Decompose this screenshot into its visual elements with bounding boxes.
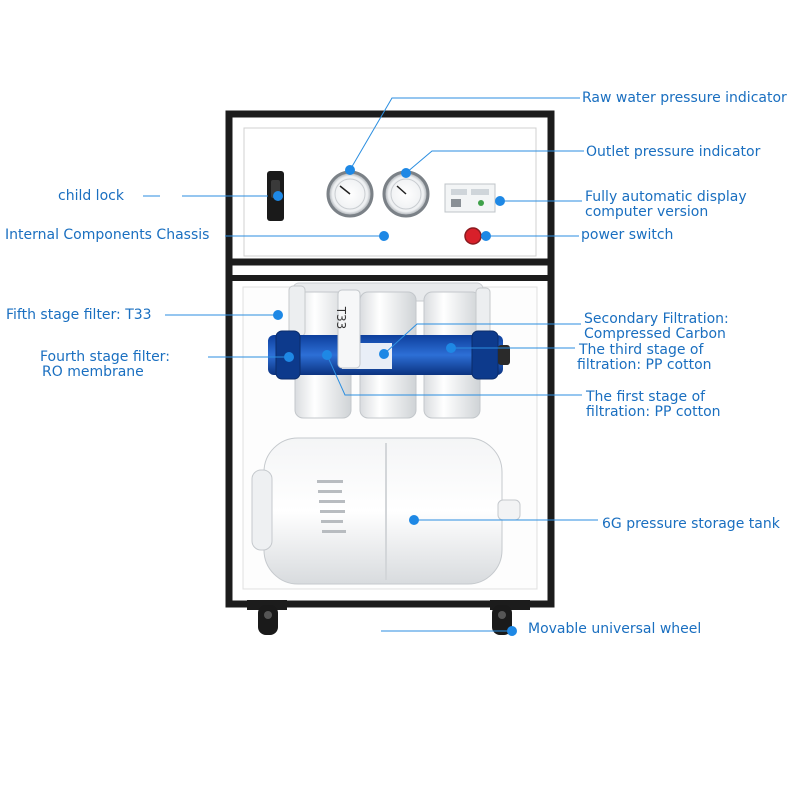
outlet-gauge (382, 170, 430, 218)
dot-child-lock (273, 191, 283, 201)
label-secondary: Secondary Filtration: Compressed Carbon (584, 311, 729, 342)
wheels (247, 600, 530, 635)
leader-secondary (383, 323, 581, 355)
label-fourth-stage: Fourth stage filter: RO membrane (40, 349, 170, 380)
t33-filter: T33 (334, 289, 361, 369)
dot-first (322, 350, 332, 360)
dot-outlet (401, 168, 411, 178)
label-power: power switch (581, 227, 674, 243)
dot-tank (409, 515, 419, 525)
label-chassis: Internal Components Chassis (5, 227, 210, 243)
label-fifth-stage: Fifth stage filter: T33 (6, 307, 152, 323)
leader-raw-water (349, 97, 580, 171)
dot-wheel (507, 626, 517, 636)
label-display: Fully automatic display computer version (585, 189, 747, 220)
dot-raw-water (345, 165, 355, 175)
dot-fourth (284, 352, 294, 362)
power-button (464, 227, 482, 245)
label-wheel: Movable universal wheel (528, 621, 702, 637)
pressure-tank (251, 437, 521, 585)
label-child-lock: child lock (58, 188, 124, 204)
label-raw-water: Raw water pressure indicator (582, 90, 787, 106)
label-first-stage: The first stage of filtration: PP cotton (586, 389, 721, 420)
dot-third (446, 343, 456, 353)
dot-secondary (379, 349, 389, 359)
leader-outlet (405, 150, 584, 174)
dot-display (495, 196, 505, 206)
leader-lines (143, 97, 598, 632)
dot-power (481, 231, 491, 241)
t33-tag: T33 (334, 306, 348, 330)
dot-chassis (379, 231, 389, 241)
display-panel (444, 183, 496, 213)
dot-fifth (273, 310, 283, 320)
ro-membrane-housing (268, 330, 510, 380)
raw-water-gauge (326, 170, 374, 218)
label-tank: 6G pressure storage tank (602, 516, 780, 532)
leader-first (326, 354, 582, 396)
label-third-stage: The third stage of filtration: PP cotton (577, 342, 712, 373)
callout-dots (273, 165, 517, 636)
label-outlet: Outlet pressure indicator (586, 144, 761, 160)
